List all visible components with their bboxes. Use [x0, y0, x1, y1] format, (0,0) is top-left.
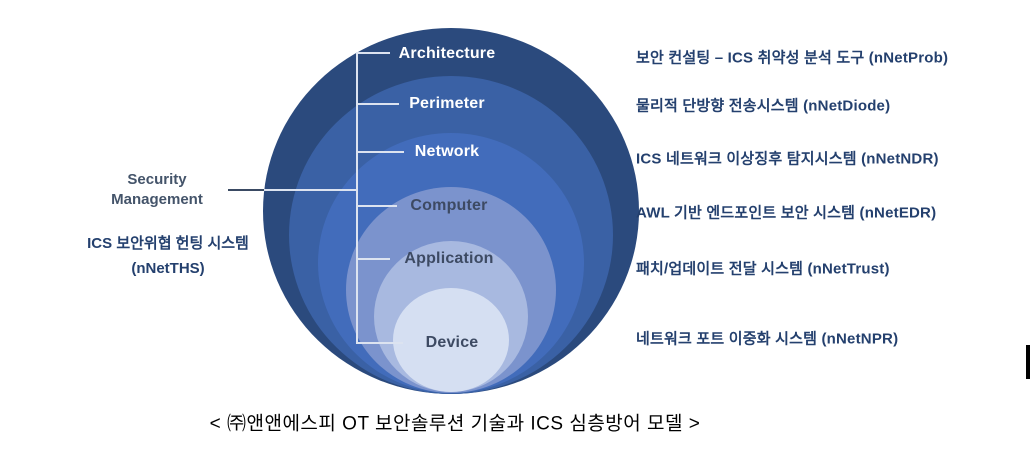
threat-hunting-system-name: ICS 보안위협 헌팅 시스템	[87, 235, 249, 252]
bracket-tick-perimeter	[356, 103, 399, 105]
solution-item-device: 네트워크 포트 이중화 시스템 (nNetNPR)	[636, 330, 899, 348]
bracket-vertical-line	[356, 52, 358, 343]
solution-item-application: 패치/업데이트 전달 시스템 (nNetTrust)	[636, 260, 890, 278]
threat-hunting-system-label: ICS 보안위협 헌팅 시스템 (nNetTHS)	[87, 231, 249, 281]
solution-item-computer: AWL 기반 엔드포인트 보안 시스템 (nNetEDR)	[636, 204, 937, 222]
ring-label-device: Device	[425, 334, 479, 351]
bracket-tick-architecture	[356, 52, 390, 54]
security-management-leader-line-outer	[228, 189, 264, 191]
bracket-tick-device	[356, 342, 403, 344]
threat-hunting-system-product: (nNetTHS)	[131, 260, 205, 277]
ring-label-perimeter: Perimeter	[409, 95, 485, 112]
security-management-leader-line-inner	[264, 189, 356, 191]
ring-label-architecture: Architecture	[398, 45, 496, 62]
solution-item-perimeter: 물리적 단방향 전송시스템 (nNetDiode)	[636, 97, 891, 115]
ring-device	[393, 288, 509, 392]
ring-label-network: Network	[414, 143, 480, 160]
bracket-tick-network	[356, 151, 404, 153]
ring-label-computer: Computer	[410, 197, 488, 214]
security-management-line1: Security	[127, 171, 187, 188]
security-management-label: Security Management	[111, 170, 203, 210]
bracket-tick-application	[356, 258, 390, 260]
ring-label-application: Application	[404, 250, 494, 267]
text-cursor-artifact	[1026, 345, 1030, 379]
figure-caption: < ㈜앤앤에스피 OT 보안솔루션 기술과 ICS 심층방어 모델 >	[209, 413, 701, 435]
solution-item-architecture: 보안 컨설팅 – ICS 취약성 분석 도구 (nNetProb)	[636, 49, 949, 67]
bracket-tick-computer	[356, 205, 397, 207]
security-management-line2: Management	[111, 191, 203, 208]
solution-item-network: ICS 네트워크 이상징후 탐지시스템 (nNetNDR)	[636, 150, 939, 168]
